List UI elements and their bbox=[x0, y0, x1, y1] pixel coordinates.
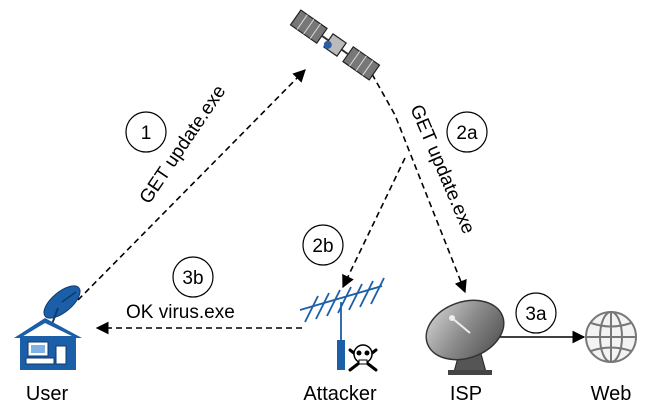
antenna-base-icon bbox=[337, 340, 345, 370]
step-1: 1 bbox=[125, 111, 167, 153]
node-label-web: Web bbox=[591, 383, 632, 405]
step-3a: 3a bbox=[515, 292, 557, 334]
svg-text:1: 1 bbox=[141, 123, 152, 144]
svg-text:3b: 3b bbox=[182, 268, 203, 289]
edge-branch-to-attacker bbox=[342, 157, 406, 289]
node-label-attacker: Attacker bbox=[303, 383, 377, 405]
attacker-antenna-icon bbox=[299, 277, 385, 370]
satellite-icon bbox=[289, 9, 381, 81]
svg-text:2b: 2b bbox=[312, 236, 333, 257]
step-3b: 3b bbox=[172, 256, 214, 298]
isp-dish-icon bbox=[425, 299, 505, 375]
node-label-isp: ISP bbox=[450, 383, 482, 405]
skull-crossbones-icon bbox=[348, 344, 378, 372]
user-house-icon bbox=[14, 285, 82, 370]
node-label-user: User bbox=[26, 383, 69, 405]
step-2b: 2b bbox=[302, 224, 344, 266]
edge-label-attacker-to-user: OK virus.exe bbox=[126, 302, 235, 323]
edge-user-to-satellite bbox=[77, 69, 306, 301]
globe-icon bbox=[585, 311, 637, 363]
svg-text:2a: 2a bbox=[456, 123, 478, 144]
edge-satellite-to-isp bbox=[371, 73, 467, 294]
svg-text:3a: 3a bbox=[525, 304, 547, 325]
step-2a: 2a bbox=[446, 111, 488, 153]
